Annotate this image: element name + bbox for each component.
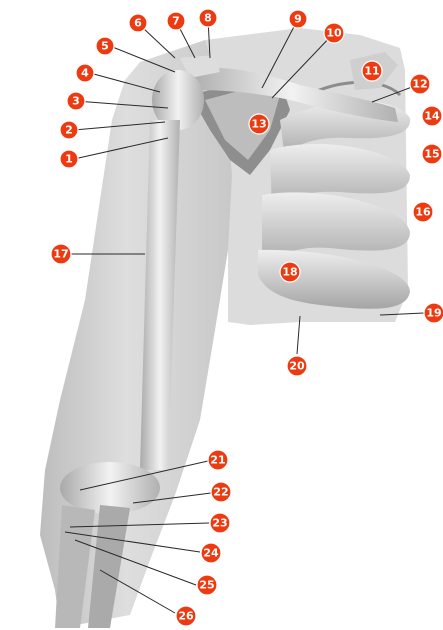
svg-text:14: 14	[424, 110, 440, 123]
marker-13: 13	[249, 114, 269, 134]
svg-text:1: 1	[65, 153, 73, 166]
marker-26: 26	[176, 606, 196, 626]
marker-25: 25	[197, 575, 217, 595]
svg-text:18: 18	[282, 266, 297, 279]
svg-text:11: 11	[364, 65, 379, 78]
svg-text:8: 8	[204, 12, 212, 25]
svg-text:13: 13	[251, 118, 266, 131]
svg-text:3: 3	[72, 95, 80, 108]
marker-21: 21	[208, 450, 228, 470]
marker-19: 19	[424, 303, 443, 323]
marker-15: 15	[422, 144, 442, 164]
marker-22: 22	[211, 482, 231, 502]
svg-text:6: 6	[134, 17, 142, 30]
marker-2: 2	[60, 121, 78, 139]
marker-3: 3	[67, 92, 85, 110]
marker-12: 12	[410, 74, 430, 94]
svg-text:19: 19	[426, 307, 441, 320]
svg-text:17: 17	[53, 248, 68, 261]
svg-text:15: 15	[424, 148, 439, 161]
marker-10: 10	[324, 23, 344, 43]
svg-text:24: 24	[203, 547, 219, 560]
marker-17: 17	[51, 244, 71, 264]
svg-text:20: 20	[289, 360, 305, 373]
svg-text:4: 4	[81, 67, 89, 80]
marker-16: 16	[413, 202, 433, 222]
marker-1: 1	[60, 150, 78, 168]
marker-8: 8	[199, 9, 217, 27]
marker-9: 9	[289, 10, 307, 28]
svg-text:25: 25	[199, 579, 214, 592]
marker-18: 18	[280, 262, 300, 282]
svg-text:26: 26	[178, 610, 194, 623]
marker-7: 7	[167, 12, 185, 30]
svg-text:9: 9	[294, 13, 302, 26]
svg-text:16: 16	[415, 206, 431, 219]
marker-6: 6	[129, 14, 147, 32]
svg-text:22: 22	[213, 486, 228, 499]
marker-11: 11	[362, 61, 382, 81]
svg-text:12: 12	[412, 78, 427, 91]
svg-text:5: 5	[101, 40, 109, 53]
marker-20: 20	[287, 356, 307, 376]
marker-4: 4	[76, 64, 94, 82]
marker-5: 5	[96, 37, 114, 55]
svg-text:7: 7	[172, 15, 180, 28]
svg-text:21: 21	[210, 454, 225, 467]
marker-14: 14	[422, 106, 442, 126]
marker-24: 24	[201, 543, 221, 563]
marker-23: 23	[210, 513, 230, 533]
svg-text:23: 23	[212, 517, 227, 530]
svg-text:2: 2	[65, 124, 73, 137]
svg-text:10: 10	[326, 27, 342, 40]
